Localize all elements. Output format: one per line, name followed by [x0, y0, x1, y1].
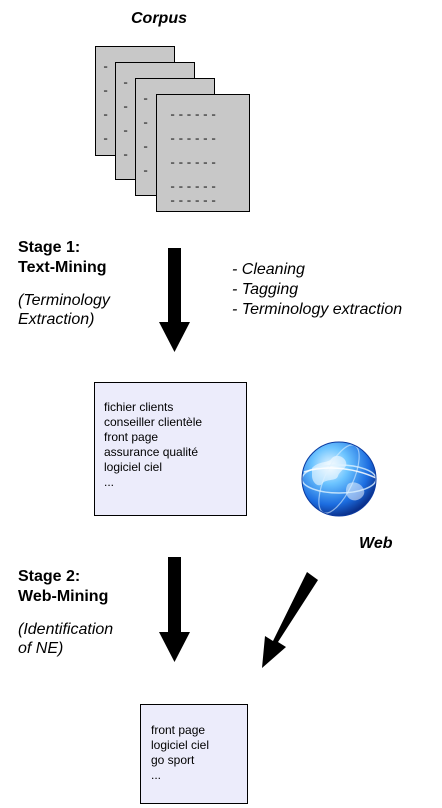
page-dash-line: ------	[169, 108, 219, 122]
page-dash: -	[102, 60, 111, 74]
corpus-title: Corpus	[131, 10, 187, 27]
stage2-sub-line2: of NE)	[18, 640, 64, 657]
stage1-sub-line2: Extraction)	[18, 311, 95, 328]
step-item: - Terminology extraction	[232, 301, 403, 318]
page-dash: -	[142, 140, 151, 154]
ne-item: logiciel ciel	[151, 738, 210, 752]
arrow-web	[262, 572, 318, 668]
ne-item: go sport	[151, 753, 195, 767]
page-dash: -	[102, 84, 111, 98]
stage1-description: (Terminology Extraction)	[18, 291, 110, 329]
processing-steps: - Cleaning - Tagging - Terminology extra…	[232, 260, 442, 320]
stage2-label-line2: Web-Mining	[18, 588, 109, 605]
page-dash: -	[122, 124, 131, 138]
arrow-stage2	[159, 557, 190, 662]
page-dash: -	[122, 76, 131, 90]
terminology-box: fichier clients conseiller clientèle fro…	[94, 382, 247, 516]
stage1-label-line2: Text-Mining	[18, 259, 107, 276]
page-dash-line: ------	[169, 180, 219, 194]
term-item: logiciel ciel	[104, 460, 163, 474]
arrow-stage1	[159, 248, 190, 352]
term-item: front page	[104, 430, 159, 444]
stage2-heading: Stage 2: Web-Mining	[18, 567, 108, 607]
page-dash-line: ------	[169, 132, 219, 146]
term-item: assurance qualité	[104, 445, 199, 459]
page-dash-line: ------	[169, 194, 219, 208]
stage2-label-line1: Stage 2:	[18, 568, 81, 585]
step-item: - Cleaning	[232, 261, 305, 278]
page-dash: -	[122, 148, 131, 162]
ne-item: ...	[151, 768, 162, 782]
term-item: ...	[104, 475, 115, 489]
stage2-description: (Identification of NE)	[18, 620, 113, 658]
page-dash: -	[142, 164, 151, 178]
page-dash: -	[122, 100, 131, 114]
step-item: - Tagging	[232, 281, 299, 298]
page-dash: -	[102, 132, 111, 146]
stage2-sub-line1: (Identification	[18, 621, 114, 638]
stage1-label-line1: Stage 1:	[18, 239, 81, 256]
stage1-sub-line1: (Terminology	[18, 292, 110, 309]
term-item: fichier clients	[104, 400, 174, 414]
globe-icon	[301, 441, 377, 517]
stage1-heading: Stage 1: Text-Mining	[18, 238, 107, 278]
ne-item: front page	[151, 723, 206, 737]
term-item: conseiller clientèle	[104, 415, 203, 429]
page-dash: -	[142, 92, 151, 106]
page-dash-line: ------	[169, 156, 219, 170]
named-entity-box: front page logiciel ciel go sport ...	[140, 704, 248, 804]
page-dash: -	[102, 108, 111, 122]
page-dash: -	[142, 116, 151, 130]
web-label: Web	[359, 535, 393, 552]
corpus-page-front: ------ ------ ------ ------ ------	[156, 94, 250, 212]
